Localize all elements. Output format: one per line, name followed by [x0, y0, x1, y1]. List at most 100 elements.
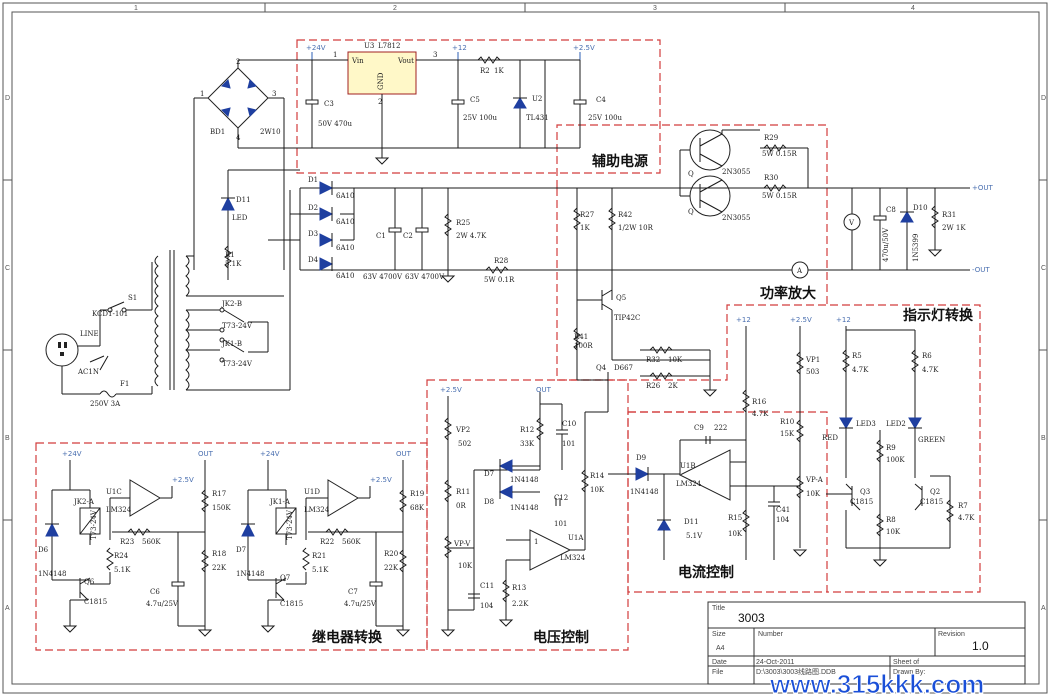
q7-ref: Q7	[280, 574, 290, 582]
r26-ref: R26	[646, 382, 661, 390]
r18-ref: R18	[212, 550, 226, 558]
d11c-value: 5.1V	[686, 532, 703, 540]
relay-l-25v: +2.5V	[172, 476, 194, 484]
bd1-pin3: 3	[272, 90, 276, 98]
r11-value: 0R	[456, 502, 466, 510]
c4-value: 25V 100u	[588, 114, 623, 122]
c8-value: 470u/50V	[882, 227, 890, 262]
r19-value: 68K	[410, 504, 425, 512]
r24-value: 5.1K	[114, 566, 131, 574]
power-label-12v: +12	[452, 44, 467, 52]
relay-r-out: OUT	[396, 450, 412, 458]
u3-gnd: GND	[377, 72, 385, 90]
relay-circuit-left: +24V OUT +2.5V D6 1N4148 JK2-A T73-24V Q…	[38, 450, 231, 637]
q3-ref: Q3	[860, 488, 870, 496]
led-indicator: D11 LED R1 5.1K	[221, 169, 300, 280]
date-label: Date	[712, 659, 727, 666]
r1-ref: R1	[225, 251, 235, 259]
d1-ref: D1	[308, 176, 318, 184]
c7-value: 4.7u/25V	[344, 600, 377, 608]
relay-r-24v: +24V	[260, 450, 280, 458]
c5-ref: C5	[470, 96, 480, 104]
title-block: Title 3003 Size A4 Number Revision 1.0 D…	[707, 601, 1026, 685]
u3-pin2: 2	[378, 98, 382, 106]
d9-part: 1N4148	[630, 488, 658, 496]
jk1b-value: T73-24V	[222, 360, 253, 368]
led3-color: RED	[822, 434, 838, 442]
c8-ref: C8	[886, 206, 896, 214]
block-outlines	[35, 39, 981, 651]
u3-vout: Vout	[397, 57, 414, 65]
power-label-24v: +24V	[306, 44, 326, 52]
frame-row-b-right: B	[1041, 435, 1046, 442]
r5-value: 4.7K	[852, 366, 869, 374]
c5-value: 25V 100u	[463, 114, 498, 122]
q-bottom-ref: Q	[688, 208, 694, 216]
block-title-indicator: 指示灯转换	[903, 307, 974, 324]
r32-ref: R32	[646, 356, 660, 364]
d11-led: LED	[232, 214, 248, 222]
r7-ref: R7	[958, 502, 968, 510]
r2-ref: R2	[480, 67, 490, 75]
u1a-opamp	[529, 529, 572, 571]
relay-circuit-right: +24V OUT +2.5V D7 1N4148 JK1-A T73-24V Q…	[236, 450, 425, 637]
r26-value: 2K	[668, 382, 678, 390]
c6-ref: C6	[150, 588, 160, 596]
d8v-ref: D8	[484, 498, 494, 506]
r22-value: 560K	[342, 538, 361, 546]
q6-part: C1815	[84, 598, 107, 606]
d2-ref: D2	[308, 204, 318, 212]
u1c-opamp	[129, 479, 161, 517]
u1b-part: LM324	[676, 480, 702, 488]
c9-ref: C9	[694, 424, 704, 432]
r7-value: 4.7K	[958, 514, 975, 522]
k1a-value: T73-24V	[286, 509, 294, 540]
r10-ref: R10	[780, 418, 794, 426]
cc-power-12: +12	[736, 316, 751, 324]
ind-power-12: +12	[836, 316, 851, 324]
r10-value: 15K	[780, 430, 795, 438]
r6-ref: R6	[922, 352, 932, 360]
q4-part: D667	[614, 364, 633, 372]
u1d-opamp	[327, 479, 359, 517]
r17-value: 150K	[212, 504, 231, 512]
c2-value: 63V 4700V	[405, 273, 445, 281]
vp1-value: 503	[806, 368, 819, 376]
frame-row-c: C	[5, 265, 10, 272]
c12-ref: C12	[554, 494, 568, 502]
f1-value: 250V 3A	[90, 400, 121, 408]
d6-part: 1N4148	[38, 570, 66, 578]
voltage-ctrl-circuit: +2.5V OUT VP2 502 R11 0R VP-V 10K C11 10…	[440, 386, 608, 637]
u3-pin1: 1	[333, 51, 337, 59]
led3-ref: LED3	[856, 420, 876, 428]
current-ctrl-circuit: +12 +2.5V R16 4.7K D9 1N4148 U1B LM324 C…	[608, 316, 824, 560]
r31-value: 2W 1K	[942, 224, 966, 232]
c3-value: 50V 470u	[318, 120, 353, 128]
r30-value: 5W 0.15R	[762, 192, 797, 200]
c2-ref: C2	[403, 232, 413, 240]
d7r-ref: D7	[236, 546, 246, 554]
ac-label: AC1N	[77, 368, 99, 376]
power-label-2-5v: +2.5V	[573, 44, 595, 52]
r22-ref: R22	[320, 538, 334, 546]
r17-ref: R17	[212, 490, 226, 498]
r8-ref: R8	[886, 516, 896, 524]
vp1-ref: VP1	[805, 356, 820, 364]
f1-ref: F1	[120, 380, 129, 388]
size-label: Size	[712, 631, 726, 638]
vp2-ref: VP2	[455, 426, 470, 434]
bd1-pin1: 1	[200, 90, 204, 98]
u1d-ref: U1D	[304, 488, 320, 496]
jk1b-ref: JK1-B	[221, 340, 242, 348]
frame-col-4: 4	[911, 5, 915, 12]
u2-part: TL431	[526, 114, 549, 122]
u1b-ref: U1B	[680, 462, 696, 470]
u3-part: L7812	[378, 42, 400, 50]
c12-value: 101	[554, 520, 567, 528]
q5-part: TIP42C	[614, 314, 640, 322]
c41-value: 104	[776, 516, 790, 524]
frame-row-a: A	[5, 605, 10, 612]
vc-power-25: +2.5V	[440, 386, 462, 394]
jk2b-value: T73-24V	[222, 322, 253, 330]
